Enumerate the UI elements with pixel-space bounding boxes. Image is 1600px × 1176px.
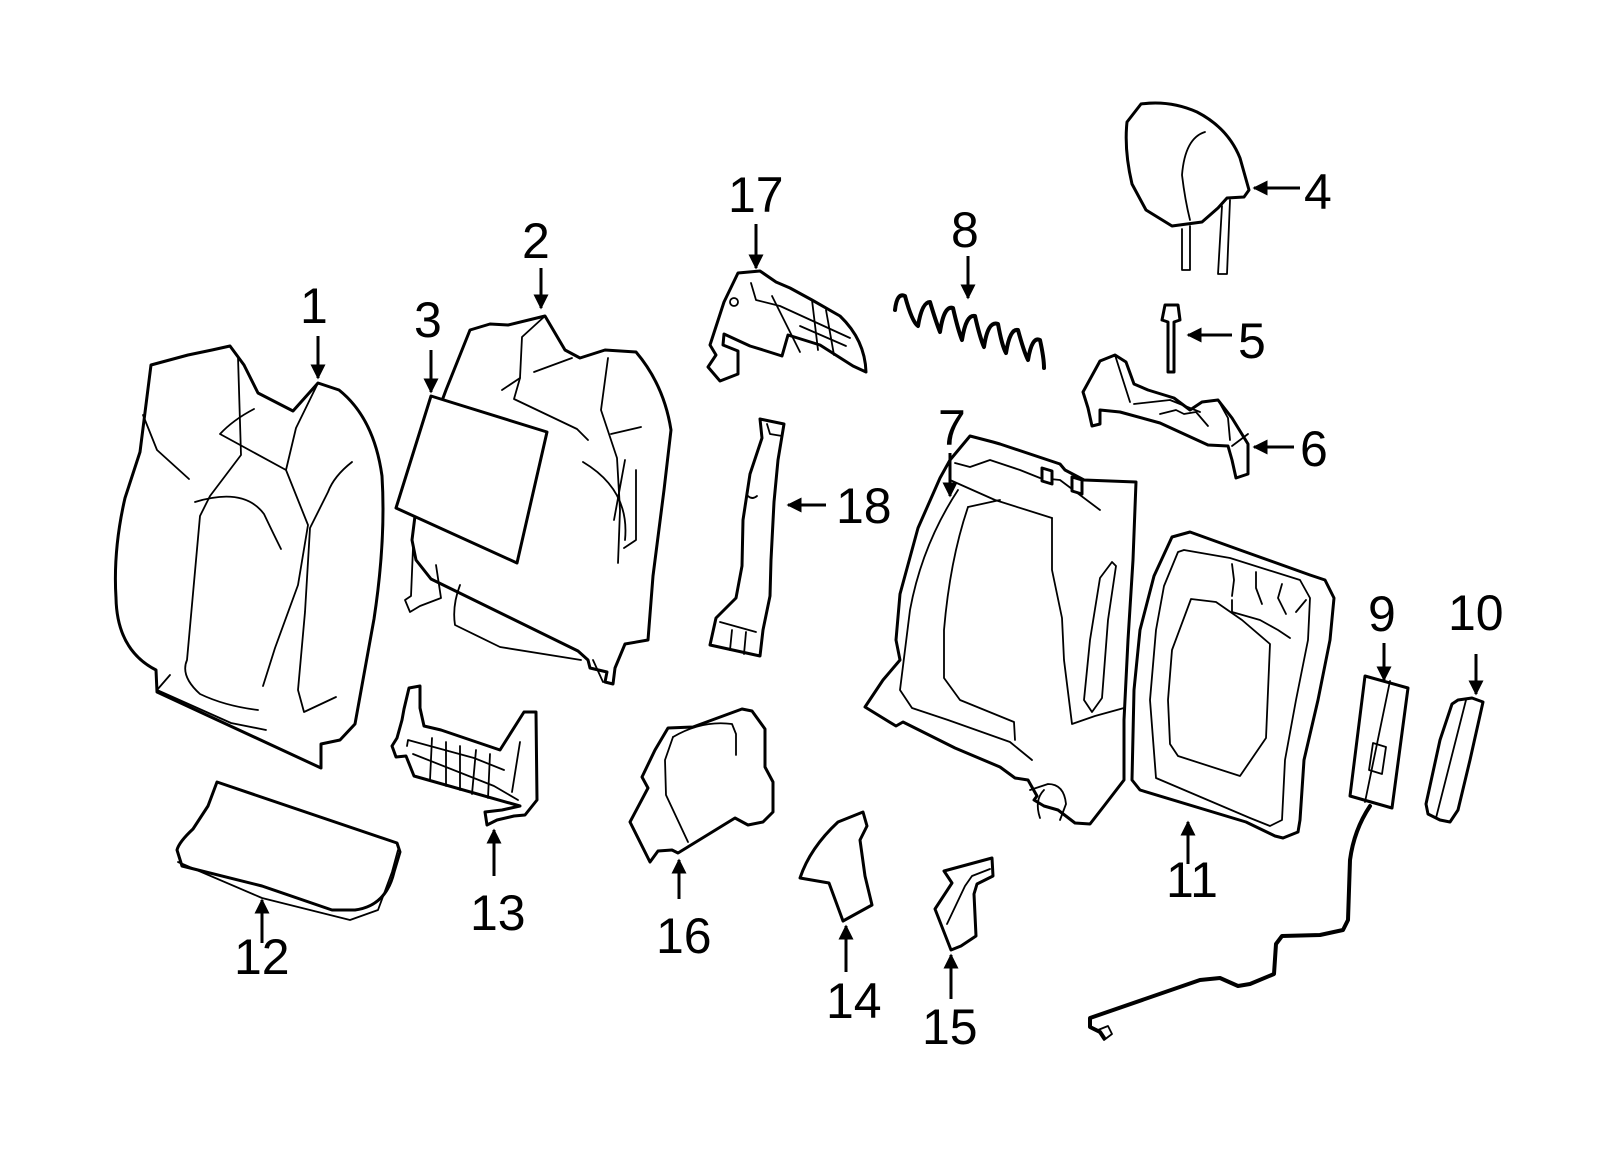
part-2-seat-back-pad[interactable]	[410, 314, 673, 686]
part-4-headrest[interactable]	[1124, 101, 1251, 275]
part-7-seat-back-frame[interactable]	[863, 434, 1138, 826]
part-16-recliner-cover[interactable]	[628, 707, 775, 864]
part-11-back-panel[interactable]	[1130, 530, 1336, 840]
callout-5: 5	[1186, 313, 1266, 369]
part-13-lumbar-support[interactable]	[390, 684, 539, 827]
callout-label-13: 13	[470, 885, 526, 941]
part-6-headrest-support[interactable]	[1081, 353, 1250, 480]
part-5-headrest-guide[interactable]	[1160, 303, 1182, 374]
part-10-airbag-cover[interactable]	[1424, 696, 1485, 824]
part-14-side-trim[interactable]	[798, 810, 874, 923]
callout-18: 18	[786, 478, 892, 534]
part-8-spring[interactable]	[893, 293, 1046, 370]
callout-label-16: 16	[656, 908, 712, 964]
callout-1: 1	[300, 278, 328, 380]
callout-4: 4	[1252, 164, 1332, 220]
callout-label-3: 3	[414, 292, 442, 348]
callout-label-4: 4	[1304, 164, 1332, 220]
callout-label-18: 18	[836, 478, 892, 534]
callout-label-8: 8	[951, 202, 979, 258]
callout-13: 13	[470, 828, 526, 941]
callout-7: 7	[938, 400, 966, 498]
callout-8: 8	[951, 202, 979, 300]
part-15-side-bracket[interactable]	[933, 856, 995, 952]
callout-10: 10	[1448, 585, 1504, 696]
callout-label-2: 2	[522, 213, 550, 269]
callout-3: 3	[414, 292, 442, 394]
part-3-heater-element[interactable]	[394, 394, 549, 613]
callout-11: 11	[1166, 820, 1218, 908]
callout-label-15: 15	[922, 999, 978, 1055]
callout-label-11: 11	[1166, 852, 1218, 908]
callout-14: 14	[826, 924, 882, 1029]
callout-label-14: 14	[826, 973, 882, 1029]
part-1-seat-back-cover[interactable]	[113, 344, 385, 770]
callout-9: 9	[1368, 586, 1396, 682]
part-17-lumbar-motor[interactable]	[706, 269, 868, 383]
callout-16: 16	[656, 858, 712, 964]
callout-label-7: 7	[938, 400, 966, 456]
callout-label-17: 17	[728, 167, 784, 223]
part-9-side-airbag[interactable]	[1088, 674, 1410, 1041]
callout-label-1: 1	[300, 278, 328, 334]
callout-label-5: 5	[1238, 313, 1266, 369]
callout-17: 17	[728, 167, 784, 270]
callout-label-9: 9	[1368, 586, 1396, 642]
callout-label-6: 6	[1300, 421, 1328, 477]
callout-6: 6	[1252, 421, 1328, 477]
callout-12: 12	[234, 898, 290, 985]
callout-label-10: 10	[1448, 585, 1504, 641]
callout-15: 15	[922, 953, 978, 1055]
part-18-side-bolster-trim[interactable]	[708, 417, 786, 658]
part-12-lower-trim-panel[interactable]	[175, 780, 402, 921]
callout-2: 2	[522, 213, 550, 310]
